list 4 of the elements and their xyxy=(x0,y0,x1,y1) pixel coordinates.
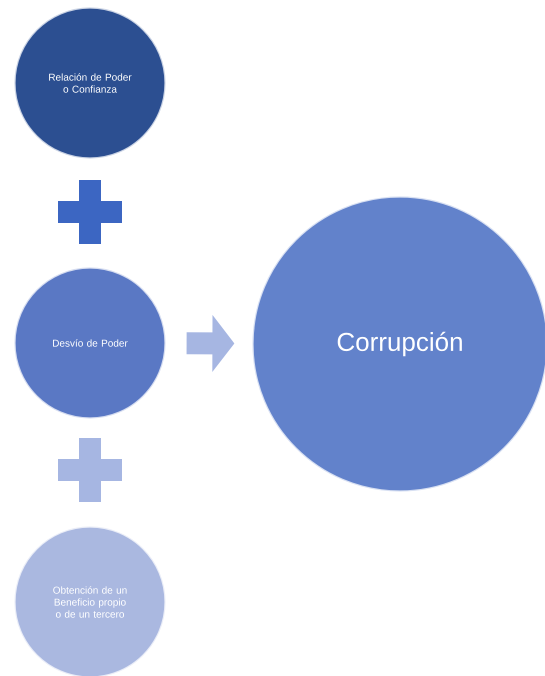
circle-node: Relación de Poder o Confianza xyxy=(14,7,166,159)
circle-node: Obtención de un Beneficio propio o de un tercero xyxy=(14,526,166,676)
circle-node: Desvío de Poder xyxy=(14,267,166,419)
circle-node: Corrupción xyxy=(252,196,545,492)
